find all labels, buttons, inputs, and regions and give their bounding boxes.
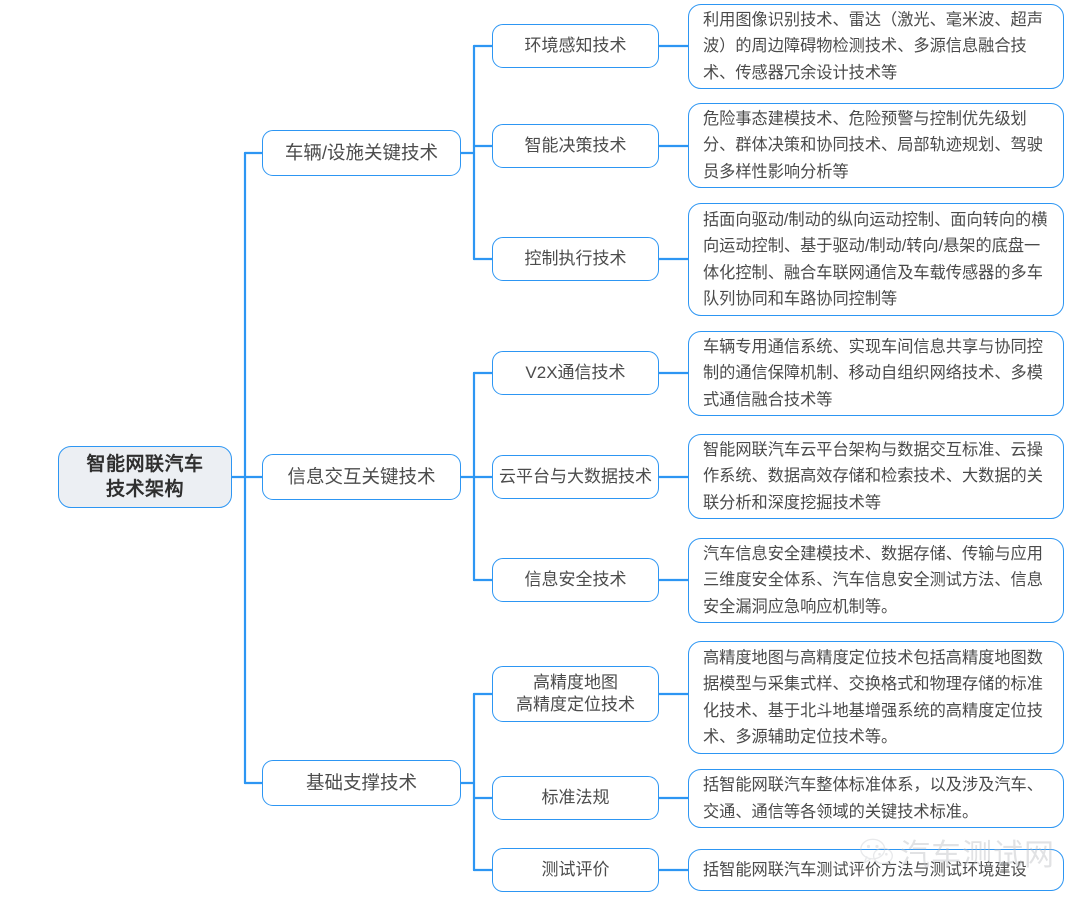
- topic-node-label: 环境感知技术: [524, 35, 627, 55]
- detail-node-text: 括智能网联汽车测试评价方法与测试环境建设: [703, 860, 1027, 879]
- topic-node-label: 信息安全技术: [524, 569, 627, 589]
- detail-node-text: 括面向驱动/制动的纵向运动控制、面向转向的横向运动控制、基于驱动/制动/转向/悬…: [703, 211, 1048, 308]
- root-node-label: 智能网联汽车 技术架构: [86, 453, 204, 500]
- branch-node-label: 车辆/设施关键技术: [284, 141, 439, 163]
- detail-node-text: 智能网联汽车云平台架构与数据交互标准、云操作系统、数据高效存储和检索技术、大数据…: [703, 441, 1043, 512]
- branch-node-basic-support[interactable]: 基础支撑技术: [262, 760, 461, 806]
- branch-node-vehicle-infrastructure[interactable]: 车辆/设施关键技术: [262, 130, 461, 176]
- detail-node-test-evaluation[interactable]: 括智能网联汽车测试评价方法与测试环境建设: [688, 849, 1064, 891]
- detail-node-text: 汽车信息安全建模技术、数据存储、传输与应用三维度安全体系、汽车信息安全测试方法、…: [703, 545, 1043, 616]
- topic-node-hd-map-positioning[interactable]: 高精度地图 高精度定位技术: [492, 666, 659, 722]
- topic-node-label: 云平台与大数据技术: [499, 466, 652, 486]
- detail-node-v2x-communication[interactable]: 车辆专用通信系统、实现车间信息共享与协同控制的通信保障机制、移动自组织网络技术、…: [688, 331, 1064, 416]
- detail-node-text: 括智能网联汽车整体标准体系，以及涉及汽车、交通、通信等各领域的关键技术标准。: [703, 776, 1043, 821]
- topic-node-test-evaluation[interactable]: 测试评价: [492, 848, 659, 892]
- topic-node-label: 智能决策技术: [524, 135, 627, 155]
- topic-node-environment-perception[interactable]: 环境感知技术: [492, 24, 659, 68]
- topic-node-label: 测试评价: [541, 859, 610, 879]
- branch-node-label: 基础支撑技术: [305, 771, 417, 793]
- topic-node-label: 标准法规: [541, 787, 610, 807]
- topic-node-intelligent-decision[interactable]: 智能决策技术: [492, 124, 659, 168]
- root-node[interactable]: 智能网联汽车 技术架构: [58, 446, 232, 508]
- detail-node-cloud-bigdata[interactable]: 智能网联汽车云平台架构与数据交互标准、云操作系统、数据高效存储和检索技术、大数据…: [688, 434, 1064, 519]
- topic-node-label: V2X通信技术: [525, 362, 626, 382]
- topic-node-v2x-communication[interactable]: V2X通信技术: [492, 351, 659, 395]
- topic-node-standards-regulations[interactable]: 标准法规: [492, 776, 659, 820]
- detail-node-text: 利用图像识别技术、雷达（激光、毫米波、超声波）的周边障碍物检测技术、多源信息融合…: [703, 11, 1043, 82]
- detail-node-information-security[interactable]: 汽车信息安全建模技术、数据存储、传输与应用三维度安全体系、汽车信息安全测试方法、…: [688, 538, 1064, 623]
- detail-node-standards-regulations[interactable]: 括智能网联汽车整体标准体系，以及涉及汽车、交通、通信等各领域的关键技术标准。: [688, 769, 1064, 828]
- detail-node-control-execution[interactable]: 括面向驱动/制动的纵向运动控制、面向转向的横向运动控制、基于驱动/制动/转向/悬…: [688, 203, 1064, 316]
- branch-node-label: 信息交互关键技术: [287, 465, 436, 487]
- detail-node-hd-map-positioning[interactable]: 高精度地图与高精度定位技术包括高精度地图数据模型与采集式样、交换格式和物理存储的…: [688, 641, 1064, 754]
- detail-node-text: 车辆专用通信系统、实现车间信息共享与协同控制的通信保障机制、移动自组织网络技术、…: [703, 338, 1043, 409]
- detail-node-text: 危险事态建模技术、危险预警与控制优先级划分、群体决策和协同技术、局部轨迹规划、驾…: [703, 110, 1043, 181]
- detail-node-intelligent-decision[interactable]: 危险事态建模技术、危险预警与控制优先级划分、群体决策和协同技术、局部轨迹规划、驾…: [688, 103, 1064, 188]
- topic-node-control-execution[interactable]: 控制执行技术: [492, 237, 659, 281]
- topic-node-cloud-bigdata[interactable]: 云平台与大数据技术: [492, 455, 659, 499]
- topic-node-label: 高精度地图 高精度定位技术: [516, 672, 635, 714]
- topic-node-label: 控制执行技术: [524, 248, 627, 268]
- topic-node-information-security[interactable]: 信息安全技术: [492, 558, 659, 602]
- detail-node-environment-perception[interactable]: 利用图像识别技术、雷达（激光、毫米波、超声波）的周边障碍物检测技术、多源信息融合…: [688, 4, 1064, 89]
- detail-node-text: 高精度地图与高精度定位技术包括高精度地图数据模型与采集式样、交换格式和物理存储的…: [703, 649, 1043, 746]
- branch-node-information-interaction[interactable]: 信息交互关键技术: [262, 454, 461, 500]
